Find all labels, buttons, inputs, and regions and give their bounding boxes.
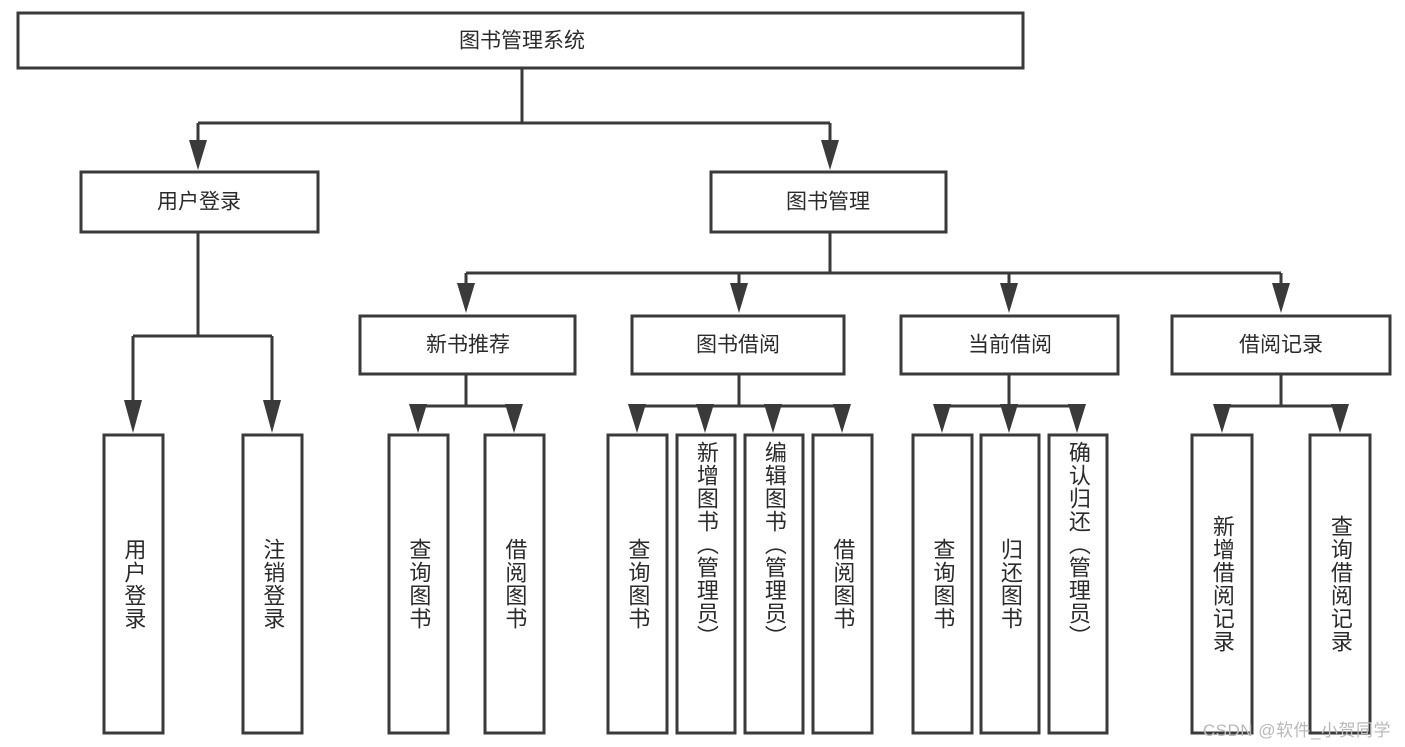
node-level2-0-label: 新书推荐 [426, 334, 510, 357]
arrow-level1-0 [189, 140, 207, 170]
node-leaf-8-box[interactable] [911, 433, 974, 735]
node-leaf-1-box[interactable] [241, 433, 304, 735]
arrow-current-leaf-1 [1000, 404, 1018, 433]
node-level1-1-box[interactable] [709, 170, 948, 234]
arrow-current-leaf-2 [1068, 404, 1086, 433]
node-level1-0-box[interactable] [79, 170, 320, 234]
node-root-box[interactable] [16, 11, 1025, 70]
node-level2-0-box[interactable] [358, 314, 577, 376]
node-leaf-9-box[interactable] [979, 433, 1041, 735]
node-level2-3-label: 借阅记录 [1239, 334, 1323, 357]
arrow-borrow-leaf-1 [696, 404, 714, 433]
arrow-level1-1 [821, 140, 839, 170]
arrow-record-leaf-0 [1213, 404, 1231, 433]
arrow-level2-1 [730, 283, 748, 313]
arrow-level2-2 [1000, 283, 1018, 313]
node-level2-3-box[interactable] [1170, 314, 1392, 376]
node-leaf-5-box[interactable] [675, 433, 737, 735]
arrow-borrow-leaf-0 [628, 404, 646, 433]
node-root-label: 图书管理系统 [459, 30, 585, 53]
arrow-level2-3 [1272, 283, 1290, 313]
arrow-userlogin-leaf-0 [124, 400, 142, 433]
node-leaf-12-box[interactable] [1308, 433, 1372, 735]
arrow-userlogin-leaf-1 [263, 400, 281, 433]
arrow-current-leaf-0 [933, 404, 951, 433]
arrow-borrow-leaf-2 [764, 404, 782, 433]
node-leaf-4-box[interactable] [606, 433, 669, 735]
csdn-watermark: CSDN @软件_小贺同学 [1202, 721, 1391, 740]
node-level2-1-box[interactable] [630, 314, 846, 376]
connector-layer [124, 69, 1349, 433]
node-leaf-0-box[interactable] [102, 433, 165, 735]
node-level2-2-label: 当前借阅 [968, 334, 1052, 357]
node-leaf-10-box[interactable] [1047, 433, 1109, 735]
arrow-level2-0 [457, 283, 475, 313]
node-level2-2-box[interactable] [899, 314, 1120, 376]
node-leaf-2-box[interactable] [387, 433, 450, 735]
arrow-borrow-leaf-3 [833, 404, 851, 433]
node-level1-1-label: 图书管理 [786, 191, 870, 214]
arrow-record-leaf-1 [1331, 404, 1349, 433]
arrow-newbook-leaf-1 [505, 404, 523, 433]
node-leaf-11-box[interactable] [1190, 433, 1254, 735]
node-level2-1-label: 图书借阅 [696, 334, 780, 357]
node-layer: 图书管理系统 用户登录 图书管理 新书推荐 图书借阅 当前借阅 借阅记录 [16, 11, 1392, 735]
node-leaf-7-box[interactable] [811, 433, 874, 735]
arrow-newbook-leaf-0 [409, 404, 427, 433]
node-leaf-6-box[interactable] [743, 433, 805, 735]
node-level1-0-label: 用户登录 [157, 191, 241, 214]
node-leaf-3-box[interactable] [483, 433, 546, 735]
